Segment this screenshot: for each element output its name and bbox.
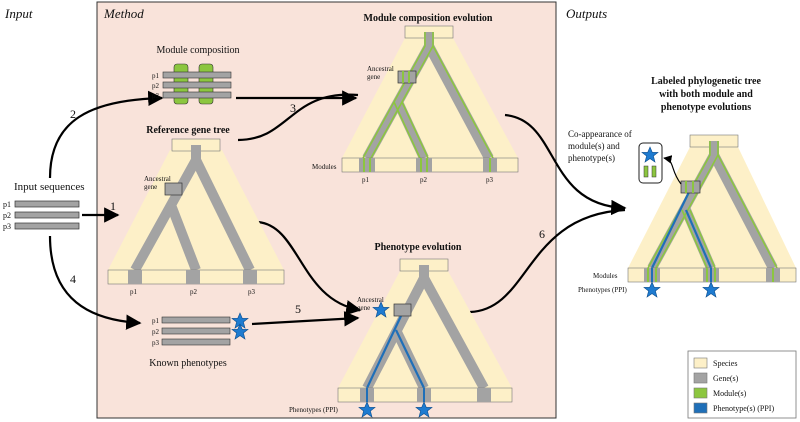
- sequence-bar: [14, 222, 80, 230]
- sequence-bar: [14, 200, 80, 208]
- seq-label: p1: [152, 72, 160, 80]
- sequence-bar: [162, 91, 232, 99]
- phenotype-evolution: Phenotype evolution Ancestral gene Pheno…: [289, 242, 513, 418]
- module-composition: Module composition p1 p2 p3: [152, 45, 240, 105]
- module-evolution-title: Module composition evolution: [364, 13, 493, 24]
- gene-tree: [647, 141, 778, 271]
- arrow-step-2: [48, 90, 164, 179]
- leaf-label: p2: [420, 176, 428, 184]
- reference-tree-title: Reference gene tree: [146, 125, 230, 136]
- step-number: 1: [110, 199, 116, 213]
- coappearance-label: module(s) and: [568, 141, 620, 151]
- known-phenotypes-title: Known phenotypes: [149, 358, 227, 369]
- output-title-line: with both module and: [659, 89, 753, 100]
- sequence-bar: [161, 316, 231, 324]
- output-title-line: phenotype evolutions: [661, 102, 751, 113]
- seq-label: p1: [152, 317, 160, 325]
- arrow-step-5: [251, 311, 360, 327]
- sequence-bar: [162, 71, 232, 79]
- phenotype-evolution-title: Phenotype evolution: [375, 242, 462, 253]
- coappearance-arrow: [663, 155, 682, 185]
- seq-label: p2: [152, 82, 160, 90]
- legend-swatch-module: [693, 387, 708, 399]
- ancestral-gene-box: [397, 70, 417, 84]
- star-icon: [643, 281, 661, 298]
- section-outputs-title: Outputs: [566, 6, 607, 21]
- gene-leaf: [477, 388, 491, 402]
- arrow-module-to-output: [504, 113, 627, 216]
- step-number: 4: [70, 272, 76, 286]
- arrow-tree-to-phenotype: [257, 220, 362, 316]
- seq-label: p2: [152, 328, 160, 336]
- leaf-label: p1: [362, 176, 370, 184]
- ancestral-label: Ancestral: [357, 296, 384, 304]
- leaf-label: p2: [190, 288, 198, 296]
- input-sequences: Input sequences p1 p2 p3: [3, 181, 85, 231]
- legend-swatch-species: [693, 357, 708, 369]
- legend: Species Gene(s) Module(s) Phenotype(s) (…: [687, 350, 797, 419]
- section-method-title: Method: [103, 6, 144, 21]
- step-number: 5: [295, 302, 301, 316]
- arrow-step-3: [237, 93, 359, 142]
- output-title-line: Labeled phylogenetic tree: [651, 76, 761, 87]
- sequence-bar: [161, 327, 231, 335]
- gene-leaf: [416, 158, 432, 172]
- seq-label: p3: [152, 339, 160, 347]
- gene-tree: [362, 32, 494, 161]
- output-labeled-tree: Labeled phylogenetic tree with both modu…: [568, 76, 797, 298]
- reference-gene-tree: Reference gene tree Ancestral gene p1 p2…: [107, 125, 285, 296]
- gene-tree: [362, 265, 489, 391]
- step-number: 3: [290, 101, 296, 115]
- module-mark: [643, 165, 649, 178]
- arrow-step-4: [48, 235, 142, 330]
- ancestral-label: gene: [144, 183, 157, 191]
- input-seq-label: p2: [3, 211, 11, 220]
- ancestral-gene-box: [164, 182, 183, 196]
- flow-arrows: [48, 90, 627, 330]
- input-seq-label: p1: [3, 200, 11, 209]
- ancestral-label: Ancestral: [367, 65, 394, 73]
- star-icon: [702, 281, 720, 298]
- ancestral-gene-box: [393, 303, 412, 317]
- known-phenotypes: p1 p2 p3 Known phenotypes: [149, 312, 249, 369]
- sequence-bar: [162, 81, 232, 89]
- sequence-bar: [161, 338, 231, 346]
- module-composition-evolution: Module composition evolution Ancestral g…: [312, 13, 519, 184]
- gene-leaf: [359, 158, 375, 172]
- step-number: 2: [70, 107, 76, 121]
- ancestral-gene-box: [680, 180, 701, 194]
- module-mark: [651, 165, 657, 178]
- sequence-bar: [14, 211, 80, 219]
- legend-label: Module(s): [713, 389, 747, 398]
- legend-label: Species: [713, 359, 737, 368]
- leaf-label: p3: [486, 176, 494, 184]
- gene-leaf: [243, 270, 257, 284]
- modules-label: Modules: [593, 272, 618, 280]
- coappearance-label: phenotype(s): [568, 153, 615, 163]
- module-composition-title: Module composition: [156, 45, 239, 56]
- modules-label: Modules: [312, 163, 337, 171]
- ancestral-label: gene: [357, 304, 370, 312]
- ancestral-label: Ancestral: [144, 175, 171, 183]
- gene-leaf: [128, 270, 142, 284]
- legend-label: Phenotype(s) (PPI): [713, 404, 774, 413]
- step-number: 6: [539, 227, 545, 241]
- gene-leaf: [186, 270, 200, 284]
- ancestral-label: gene: [367, 73, 380, 81]
- legend-label: Gene(s): [713, 374, 739, 383]
- phenotypes-label: Phenotypes (PPI): [289, 406, 338, 414]
- leaf-label: p1: [130, 288, 138, 296]
- arrow-step-6: [469, 208, 626, 314]
- section-input-title: Input: [4, 6, 33, 21]
- input-sequences-label: Input sequences: [14, 181, 85, 193]
- legend-swatch-phenotype: [693, 402, 708, 414]
- gene-tree: [130, 145, 255, 273]
- legend-swatch-gene: [693, 372, 708, 384]
- seq-label: p3: [152, 92, 160, 100]
- leaf-label: p3: [248, 288, 256, 296]
- phenotypes-label: Phenotypes (PPI): [578, 286, 627, 294]
- input-seq-label: p3: [3, 222, 11, 231]
- coappearance-label: Co-appearance of: [568, 129, 632, 139]
